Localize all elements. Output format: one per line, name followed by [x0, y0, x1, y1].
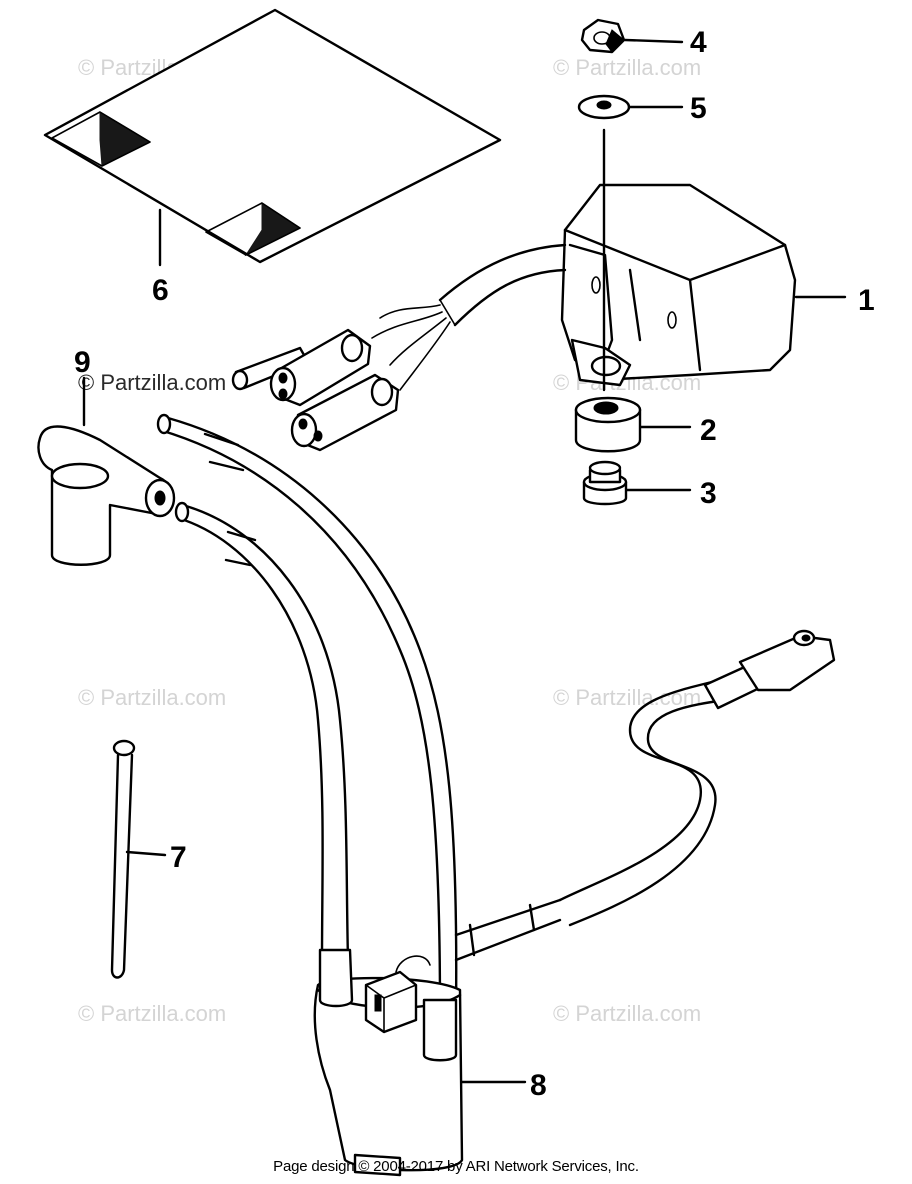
watermark-mid-left: © Partzilla.com	[78, 370, 227, 395]
callout-8: 8	[530, 1069, 547, 1102]
part-4-nut[interactable]	[580, 18, 684, 54]
part-8-ignition-coil[interactable]	[156, 413, 836, 1177]
part-5-washer[interactable]	[577, 94, 684, 120]
watermark-bottom-right: © Partzilla.com	[553, 1001, 702, 1026]
part-7-cable-tie[interactable]	[110, 739, 167, 979]
callout-3: 3	[700, 477, 717, 510]
watermark-bottom-left: © Partzilla.com	[78, 1001, 227, 1026]
callout-9: 9	[74, 346, 91, 379]
watermark-lower-right: © Partzilla.com	[553, 685, 702, 710]
callout-7: 7	[170, 841, 187, 874]
part-1-cdi-unit[interactable]	[231, 128, 847, 452]
part-2-grommet[interactable]	[574, 396, 692, 453]
watermark-lower-left: © Partzilla.com	[78, 685, 227, 710]
footer-copyright: Page design © 2004-2017 by ARI Network S…	[273, 1158, 639, 1175]
part-9-plug-cap[interactable]	[37, 376, 176, 566]
callout-2: 2	[700, 414, 717, 447]
callout-6: 6	[152, 274, 169, 307]
callout-4: 4	[690, 26, 707, 59]
watermark-top-right: © Partzilla.com	[553, 55, 702, 80]
callout-1: 1	[858, 284, 875, 317]
callout-5: 5	[690, 92, 707, 125]
part-6-decal-sheet[interactable]	[43, 8, 502, 267]
part-3-collar[interactable]	[582, 460, 692, 506]
